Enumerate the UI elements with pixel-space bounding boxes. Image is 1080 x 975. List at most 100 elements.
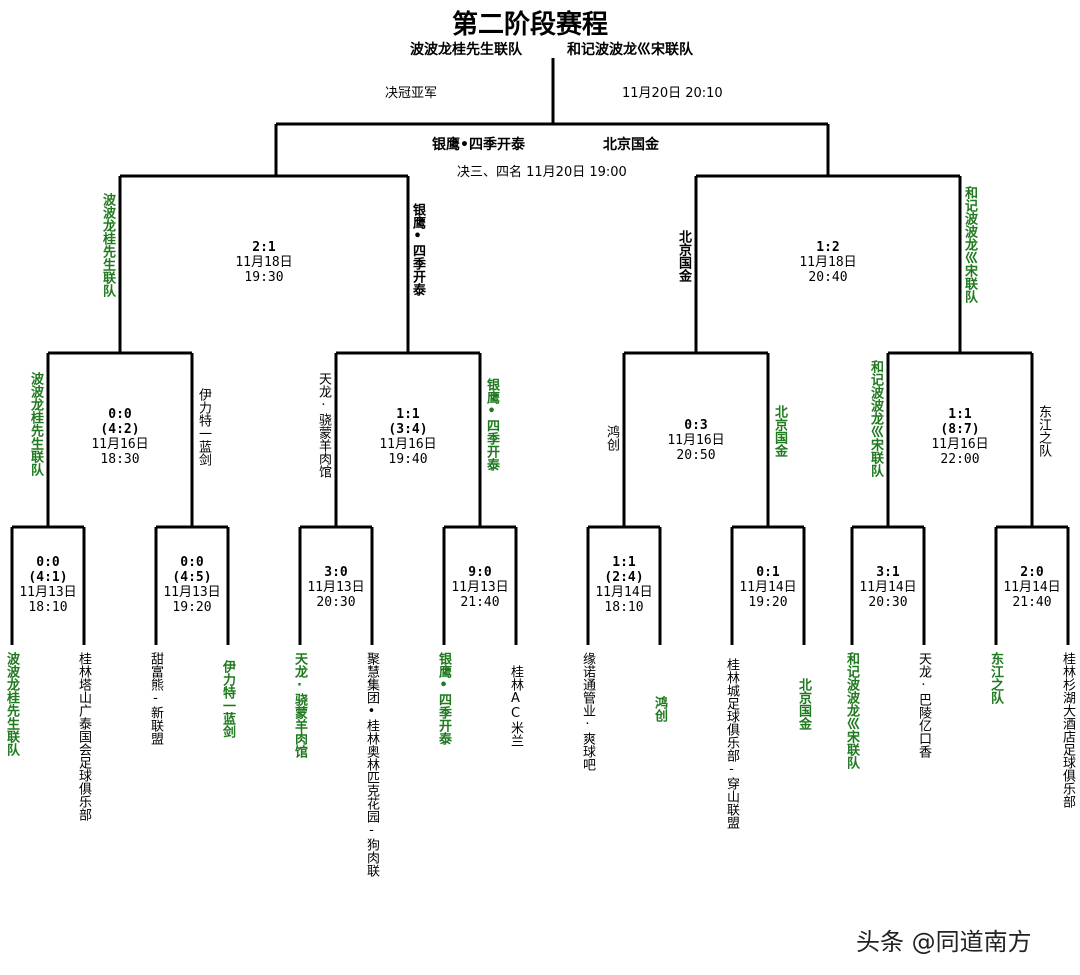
score: 2:1 (252, 240, 276, 255)
score: 1:1 (612, 555, 636, 570)
qf-match-2: 1:1 (3:4) 11月16日 19:40 (368, 407, 448, 467)
qf-team-left-2: 天龙·骁蒙羊肉馆 (316, 372, 331, 478)
score: 1:2 (816, 240, 840, 255)
watermark: 头条 @同道南方 (856, 928, 1032, 956)
time: 19:30 (244, 270, 284, 285)
qf-team-right-1: 伊力特一蓝剑 (196, 388, 211, 466)
r16-match-2: 0:0 (4:5) 11月13日 19:20 (152, 555, 232, 615)
semi-match-1: 2:1 11月18日 19:30 (224, 240, 304, 285)
qf-team-right-2: 银鹰•四季开泰 (484, 378, 499, 471)
date: 11月14日 (859, 580, 917, 595)
date: 11月14日 (1003, 580, 1061, 595)
pen: (4:5) (172, 570, 212, 585)
pen: (4:2) (100, 422, 140, 437)
r16-match-1: 0:0 (4:1) 11月13日 18:10 (8, 555, 88, 615)
score: 3:0 (324, 565, 348, 580)
r16-team-8b: 桂林杉湖大酒店足球俱乐部 (1060, 652, 1075, 808)
time: 19:20 (748, 595, 788, 610)
r16-team-7a: 和记波波龙巛宋联队 (844, 652, 859, 769)
pen: (3:4) (388, 422, 428, 437)
pen: (4:1) (28, 570, 68, 585)
date: 11月18日 (799, 255, 857, 270)
r16-match-3: 3:0 11月13日 20:30 (296, 565, 376, 610)
semi-team-right-2: 和记波波龙巛宋联队 (962, 186, 977, 303)
pen: (8:7) (940, 422, 980, 437)
time: 20:40 (808, 270, 848, 285)
r16-team-3b: 聚慧集团•桂林奥林匹克花园-狗肉联 (364, 652, 379, 877)
date: 11月13日 (19, 585, 77, 600)
r16-match-8: 2:0 11月14日 21:40 (992, 565, 1072, 610)
final-team-left: 波波龙桂先生联队 (410, 42, 522, 58)
r16-team-4a: 银鹰•四季开泰 (436, 652, 451, 745)
final-team-right: 和记波波龙巛宋联队 (567, 42, 693, 58)
page-title: 第二阶段赛程 (452, 10, 609, 40)
score: 0:0 (108, 407, 132, 422)
r16-team-5b: 鸿创 (652, 696, 667, 722)
date: 11月16日 (379, 437, 437, 452)
third-team-right: 北京国金 (603, 137, 659, 153)
qf-match-3: 0:3 11月16日 20:50 (656, 418, 736, 463)
r16-team-6a: 桂林城足球俱乐部-穿山联盟 (724, 658, 739, 829)
r16-team-4b: 桂林AC米兰 (508, 665, 523, 747)
time: 18:10 (28, 600, 68, 615)
time: 22:00 (940, 452, 980, 467)
r16-team-2b: 伊力特一蓝剑 (220, 660, 235, 738)
r16-match-6: 0:1 11月14日 19:20 (728, 565, 808, 610)
semi-team-left-2: 北京国金 (676, 230, 691, 282)
qf-match-1: 0:0 (4:2) 11月16日 18:30 (80, 407, 160, 467)
r16-match-5: 1:1 (2:4) 11月14日 18:10 (584, 555, 664, 615)
score: 0:0 (36, 555, 60, 570)
qf-match-4: 1:1 (8:7) 11月16日 22:00 (920, 407, 1000, 467)
date: 11月14日 (739, 580, 797, 595)
r16-team-3a: 天龙·骁蒙羊肉馆 (292, 652, 307, 758)
third-label: 决三、四名 11月20日 19:00 (457, 165, 627, 180)
date: 11月14日 (595, 585, 653, 600)
time: 21:40 (1012, 595, 1052, 610)
r16-match-4: 9:0 11月13日 21:40 (440, 565, 520, 610)
qf-team-left-4: 和记波波龙巛宋联队 (868, 360, 883, 477)
time: 20:50 (676, 448, 716, 463)
score: 1:1 (396, 407, 420, 422)
time: 20:30 (868, 595, 908, 610)
time: 19:40 (388, 452, 428, 467)
date: 11月13日 (163, 585, 221, 600)
qf-team-right-4: 东江之队 (1036, 405, 1051, 457)
semi-team-left-1: 波波龙桂先生联队 (100, 193, 115, 297)
score: 9:0 (468, 565, 492, 580)
time: 18:10 (604, 600, 644, 615)
time: 20:30 (316, 595, 356, 610)
time: 21:40 (460, 595, 500, 610)
date: 11月16日 (91, 437, 149, 452)
final-label: 决冠亚军 (385, 86, 438, 101)
score: 0:3 (684, 418, 708, 433)
qf-team-left-3: 鸿创 (604, 425, 619, 451)
qf-team-right-3: 北京国金 (772, 405, 787, 457)
date: 11月16日 (667, 433, 725, 448)
date: 11月18日 (235, 255, 293, 270)
r16-team-7b: 天龙·巴陵亿口香 (916, 652, 931, 758)
date: 11月13日 (451, 580, 509, 595)
time: 19:20 (172, 600, 212, 615)
r16-match-7: 3:1 11月14日 20:30 (848, 565, 928, 610)
time: 18:30 (100, 452, 140, 467)
pen: (2:4) (604, 570, 644, 585)
r16-team-5a: 缘诺通管业·爽球吧 (580, 652, 595, 771)
r16-team-1a: 波波龙桂先生联队 (4, 652, 19, 756)
score: 3:1 (876, 565, 900, 580)
r16-team-6b: 北京国金 (796, 678, 811, 730)
score: 1:1 (948, 407, 972, 422)
date: 11月13日 (307, 580, 365, 595)
score: 2:0 (1020, 565, 1044, 580)
third-team-left: 银鹰•四季开泰 (432, 137, 525, 153)
r16-team-2a: 甜富熊-新联盟 (148, 652, 163, 745)
date: 11月16日 (931, 437, 989, 452)
r16-team-8a: 东江之队 (988, 652, 1003, 704)
score: 0:0 (180, 555, 204, 570)
semi-team-right-1: 银鹰•四季开泰 (410, 203, 425, 296)
score: 0:1 (756, 565, 780, 580)
final-time: 11月20日 20:10 (622, 86, 723, 101)
semi-match-2: 1:2 11月18日 20:40 (788, 240, 868, 285)
r16-team-1b: 桂林塔山广泰国会足球俱乐部 (76, 652, 91, 821)
qf-team-left-1: 波波龙桂先生联队 (28, 372, 43, 476)
